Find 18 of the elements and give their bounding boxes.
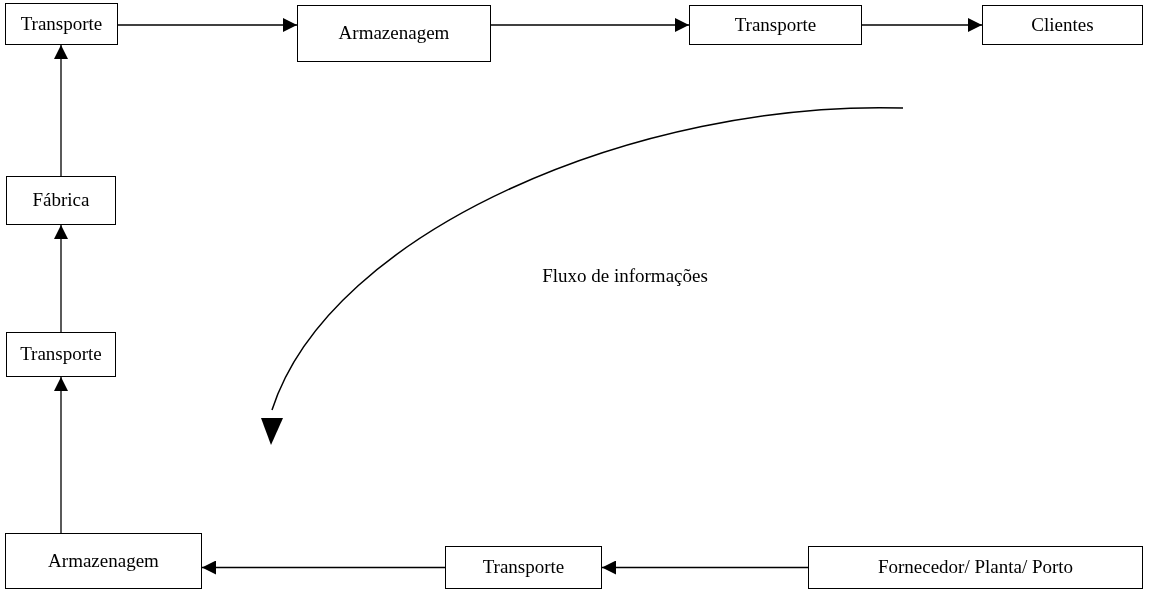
arrow [54, 44, 68, 177]
flow-label: Fluxo de informações [541, 264, 709, 288]
process-box: Fornecedor/ Planta/ Porto [808, 546, 1143, 589]
arrow [54, 224, 68, 333]
arrow [861, 18, 983, 32]
arrow [54, 376, 68, 534]
arrow [490, 18, 690, 32]
arrow [117, 18, 298, 32]
process-box: Armazenagem [5, 533, 202, 589]
process-box: Transporte [689, 5, 862, 45]
process-box: Clientes [982, 5, 1143, 45]
arrow [601, 560, 809, 575]
process-box: Transporte [6, 332, 116, 377]
process-box: Armazenagem [297, 5, 491, 62]
process-box: Fábrica [6, 176, 116, 225]
arrow [201, 560, 446, 575]
process-box: Transporte [445, 546, 602, 589]
process-box: Transporte [5, 3, 118, 45]
